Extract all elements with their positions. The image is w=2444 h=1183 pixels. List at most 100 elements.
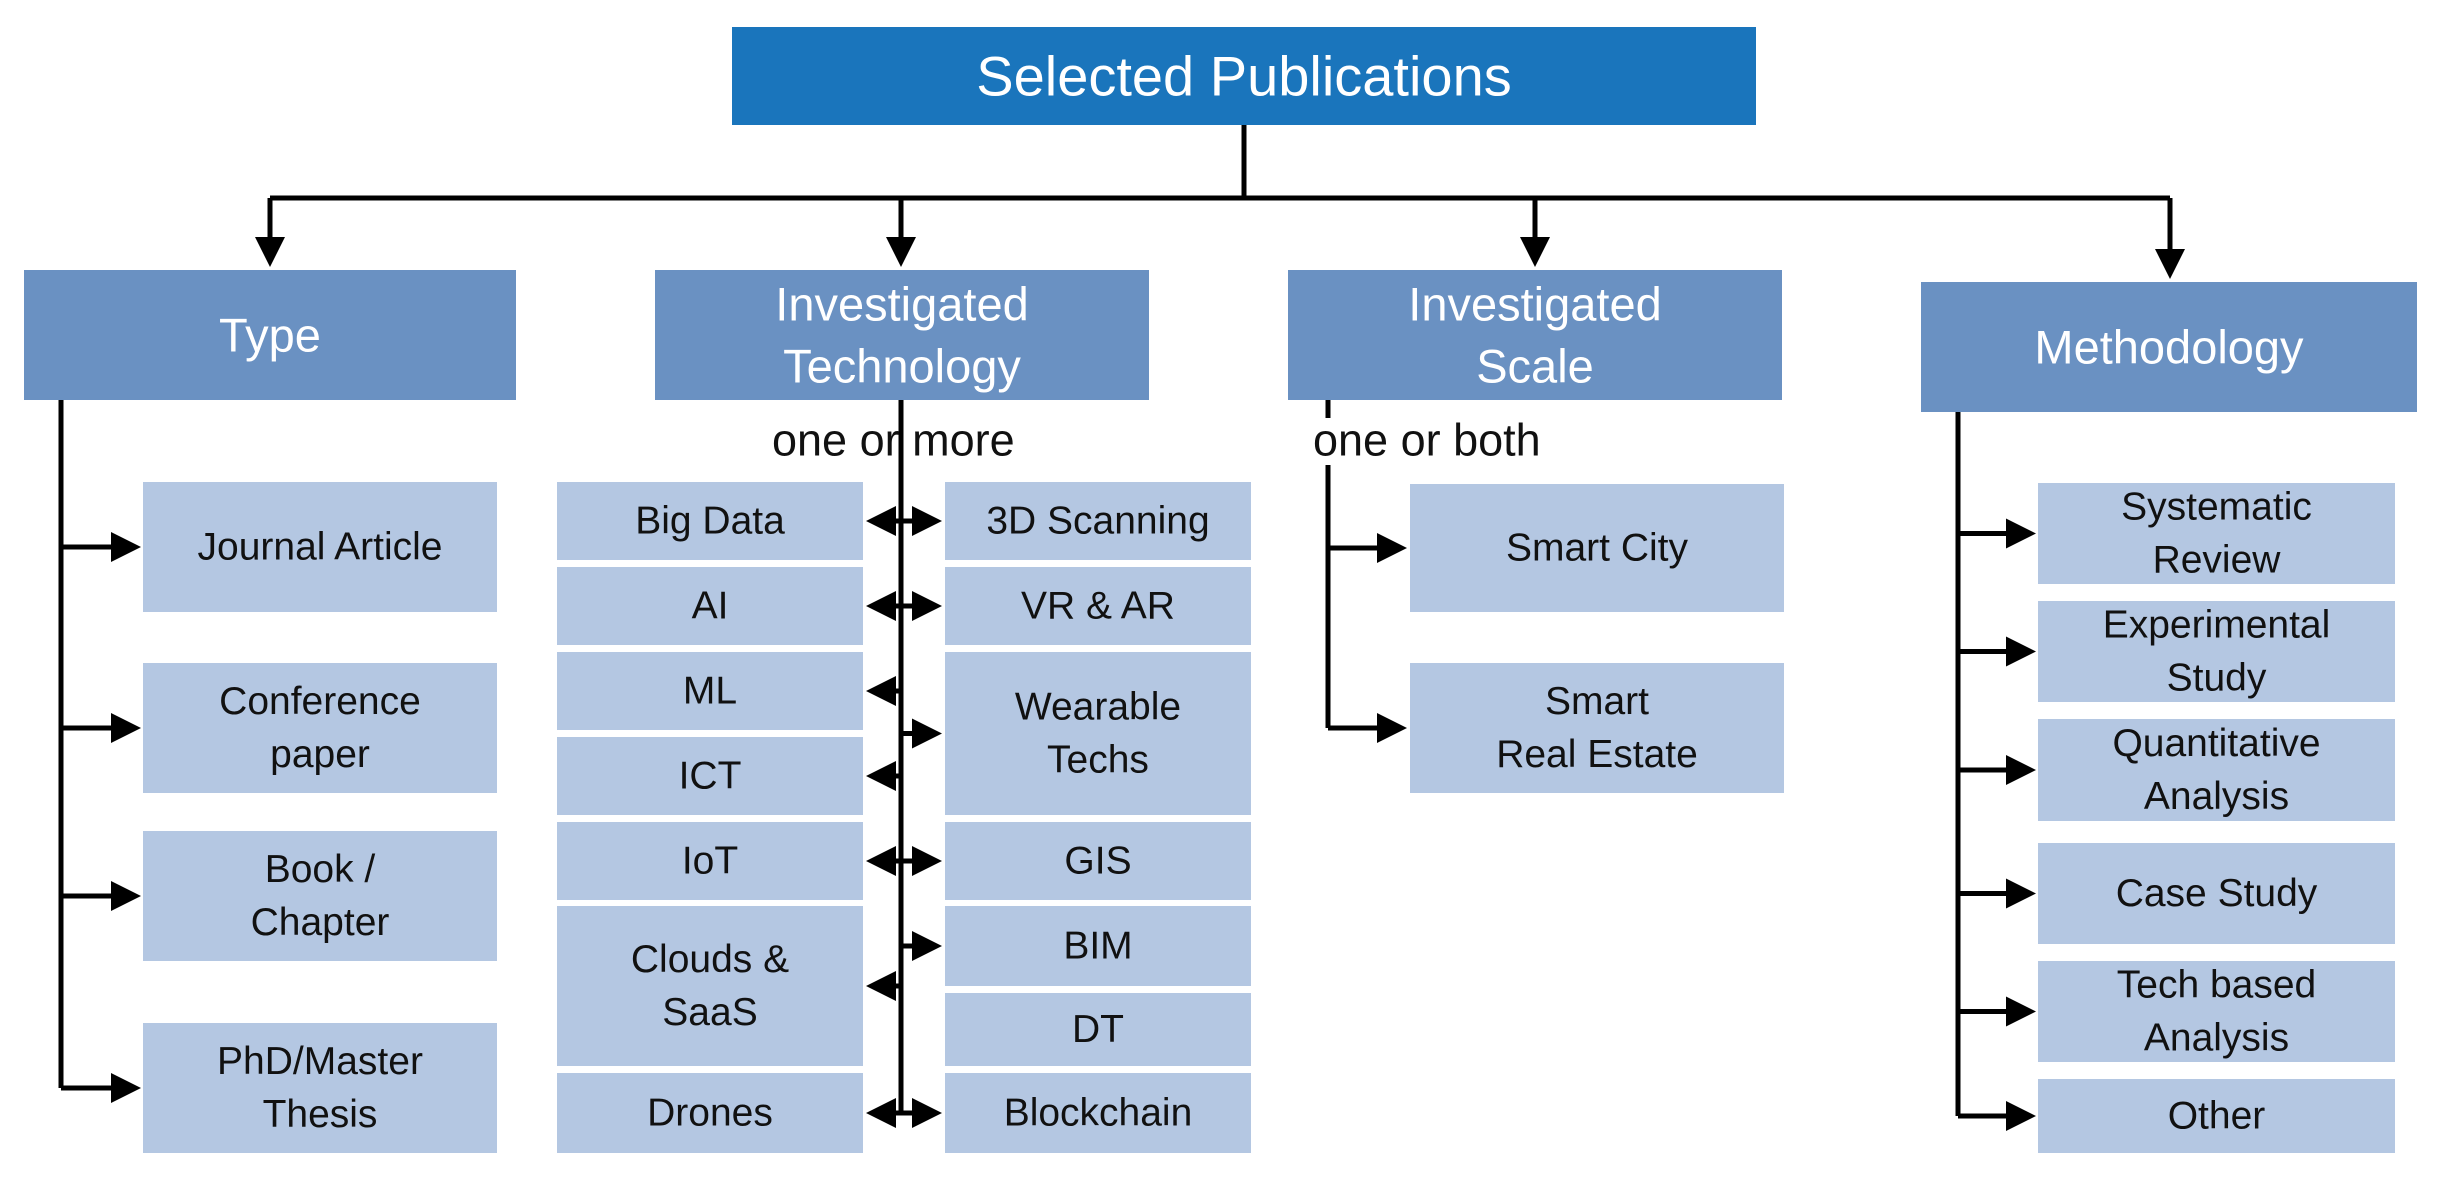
technology-item-vr-and-ar-label: VR & AR (1021, 585, 1175, 628)
category-header-technology-label: Technology (783, 340, 1021, 393)
type-item-phd-master-thesis-label: PhD/Master (217, 1040, 423, 1083)
technology-item-3d-scanning-box (945, 482, 1251, 560)
technology-item-dt-box (945, 993, 1251, 1066)
category-header-scale-label: Investigated (1408, 278, 1661, 331)
type-item-conference-paper-label: paper (270, 733, 370, 776)
technology-item-vr-and-ar: VR & AR (945, 567, 1251, 645)
technology-item-wearable-techs-label: Wearable (1015, 686, 1181, 729)
type-item-journal-article-label: Journal Article (198, 526, 443, 569)
type-item-book-chapter-label: Chapter (251, 901, 390, 944)
technology-item-blockchain-box (945, 1073, 1251, 1153)
category-header-methodology-label: Methodology (2034, 321, 2304, 374)
technology-item-bim-label: BIM (1063, 925, 1132, 968)
technology-item-clouds-and-saas-label: SaaS (662, 991, 757, 1034)
type-item-book-chapter-label: Book / (265, 848, 376, 891)
technology-item-dt-label: DT (1072, 1008, 1124, 1051)
methodology-item-tech-based-analysis-box (2038, 961, 2395, 1062)
technology-item-vr-and-ar-box (945, 567, 1251, 645)
methodology-item-case-study-label: Case Study (2116, 872, 2318, 915)
type-item-journal-article-box (143, 482, 497, 612)
technology-item-wearable-techs-box (945, 652, 1251, 815)
technology-item-drones-box (557, 1073, 863, 1153)
scale-note: one or both (1313, 415, 1541, 466)
type-item-journal-article: Journal Article (143, 482, 497, 612)
technology-item-ai: AI (557, 567, 863, 645)
type-item-conference-paper-label: Conference (219, 680, 421, 723)
methodology-item-quantitative-analysis-box (2038, 719, 2395, 821)
methodology-item-other-box (2038, 1079, 2395, 1153)
methodology-item-systematic-review-box (2038, 483, 2395, 584)
category-header-type-label: Type (219, 309, 321, 362)
category-header-technology-box (655, 270, 1149, 400)
technology-item-gis: GIS (945, 822, 1251, 900)
technology-item-gis-box (945, 822, 1251, 900)
methodology-item-quantitative-analysis-label: Analysis (2144, 775, 2289, 818)
type-item-phd-master-thesis-label: Thesis (263, 1093, 378, 1136)
category-header-scale-label: Scale (1476, 340, 1594, 393)
technology-item-iot-label: IoT (682, 840, 738, 883)
type-item-book-chapter: Book / Chapter (143, 831, 497, 961)
scale-item-smart-city-label: Smart City (1506, 527, 1689, 570)
category-header-type-box (24, 270, 516, 400)
scale-item-smart-real-estate-box (1410, 663, 1784, 793)
category-header-scale-box (1288, 270, 1782, 400)
methodology-item-case-study-box (2038, 843, 2395, 944)
category-header-type: Type (24, 270, 516, 400)
methodology-item-other-label: Other (2168, 1095, 2266, 1138)
methodology-item-experimental-study-label: Study (2167, 657, 2267, 700)
technology-item-3d-scanning-label: 3D Scanning (986, 500, 1209, 543)
root-node-box (732, 27, 1756, 125)
technology-item-iot-box (557, 822, 863, 900)
category-header-methodology-box (1921, 282, 2417, 412)
type-item-book-chapter-box (143, 831, 497, 961)
technology-item-ict-label: ICT (679, 755, 742, 798)
methodology-item-tech-based-analysis-label: Analysis (2144, 1017, 2289, 1060)
type-item-conference-paper: Conference paper (143, 663, 497, 793)
technology-item-dt: DT (945, 993, 1251, 1066)
scale-item-smart-real-estate-label: Real Estate (1496, 733, 1698, 776)
technology-item-big-data: Big Data (557, 482, 863, 560)
methodology-item-case-study: Case Study (2038, 843, 2395, 944)
root-node: Selected Publications (732, 27, 1756, 125)
technology-item-big-data-label: Big Data (635, 500, 785, 543)
technology-item-ml-label: ML (683, 670, 737, 713)
diagram-nodes: Selected PublicationsTypeInvestigatedTec… (24, 27, 2417, 1153)
type-item-conference-paper-box (143, 663, 497, 793)
technology-item-ml: ML (557, 652, 863, 730)
scale-item-smart-city-box (1410, 484, 1784, 612)
technology-item-ict: ICT (557, 737, 863, 815)
technology-item-ai-box (557, 567, 863, 645)
category-header-methodology: Methodology (1921, 282, 2417, 412)
technology-item-drones: Drones (557, 1073, 863, 1153)
methodology-item-experimental-study-label: Experimental (2103, 604, 2331, 647)
technology-item-gis-label: GIS (1064, 840, 1131, 883)
technology-item-big-data-box (557, 482, 863, 560)
scale-item-smart-real-estate-label: Smart (1545, 680, 1649, 723)
root-node-label: Selected Publications (976, 45, 1511, 108)
technology-item-drones-label: Drones (647, 1092, 773, 1135)
technology-item-bim-box (945, 906, 1251, 986)
technology-item-bim: BIM (945, 906, 1251, 986)
technology-item-3d-scanning: 3D Scanning (945, 482, 1251, 560)
technology-item-iot: IoT (557, 822, 863, 900)
type-item-phd-master-thesis-box (143, 1023, 497, 1153)
technology-item-clouds-and-saas-label: Clouds & (631, 938, 789, 981)
methodology-item-tech-based-analysis-label: Tech based (2117, 964, 2316, 1007)
methodology-item-systematic-review-label: Review (2153, 539, 2282, 582)
technology-item-clouds-and-saas-box (557, 906, 863, 1066)
technology-item-wearable-techs-label: Techs (1047, 739, 1149, 782)
technology-item-ict-box (557, 737, 863, 815)
technology-note: one or more (772, 415, 1015, 466)
methodology-item-experimental-study-box (2038, 601, 2395, 702)
technology-item-ai-label: AI (692, 585, 729, 628)
